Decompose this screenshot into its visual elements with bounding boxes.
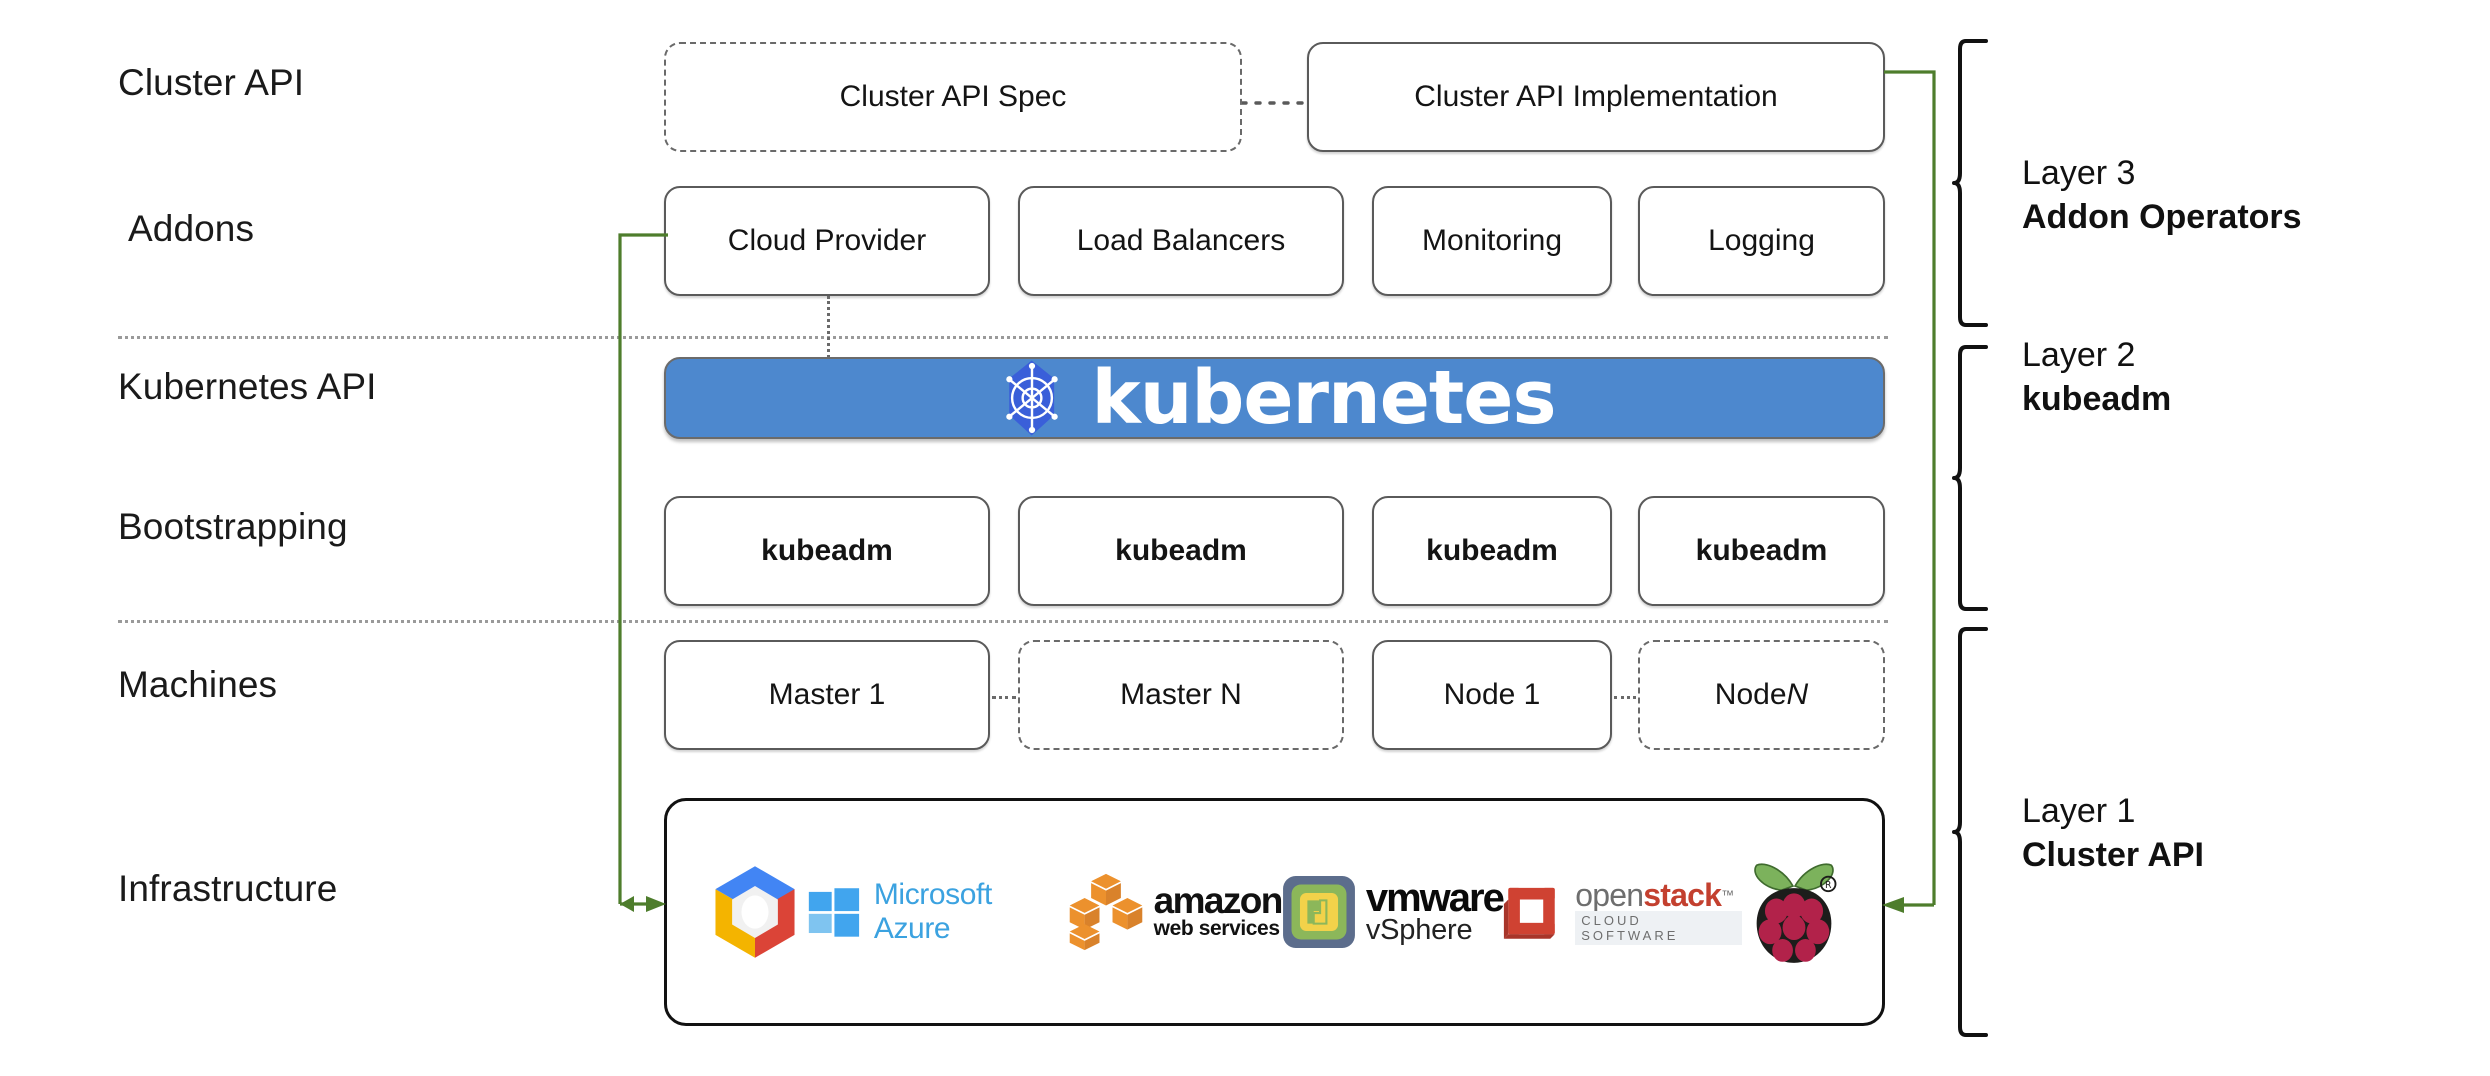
box-label: Load Balancers bbox=[1076, 224, 1286, 257]
box-label: kubeadm bbox=[1115, 534, 1247, 567]
layer-caption-line1: Layer 1 bbox=[2022, 792, 2136, 830]
box-label: Cluster API Spec bbox=[839, 80, 1067, 113]
openstack-subwordmark: CLOUD SOFTWARE bbox=[1575, 911, 1742, 945]
section-divider-lower bbox=[118, 620, 1888, 623]
box-kubeadm-1[interactable]: kubeadm bbox=[664, 496, 990, 606]
box-label: kubeadm bbox=[1695, 534, 1828, 567]
connector-node1-to-nodeN bbox=[1614, 696, 1636, 699]
box-label-italic-suffix: N bbox=[1786, 678, 1809, 711]
openstack-logo: openstack™ CLOUD SOFTWARE bbox=[1503, 879, 1742, 945]
row-label-cluster-api: Cluster API bbox=[118, 62, 305, 103]
box-monitoring[interactable]: Monitoring bbox=[1372, 186, 1612, 296]
box-cluster-api-implementation[interactable]: Cluster API Implementation bbox=[1307, 42, 1885, 152]
aws-subwordmark: web services bbox=[1153, 916, 1280, 940]
kubernetes-wheel-icon bbox=[1006, 360, 1059, 436]
brace-layer-2 bbox=[1952, 345, 1988, 611]
box-kubeadm-4[interactable]: kubeadm bbox=[1638, 496, 1885, 606]
svg-text:R: R bbox=[1825, 880, 1832, 891]
amazon-web-services-logo: amazon web services bbox=[1064, 872, 1284, 952]
layer-caption-3: Layer 3 Addon Operators bbox=[2022, 152, 2302, 239]
box-load-balancers[interactable]: Load Balancers bbox=[1018, 186, 1344, 296]
layer-caption-2: Layer 2 kubeadm bbox=[2022, 334, 2171, 421]
connector-cloud-provider-to-infrastructure bbox=[618, 233, 668, 912]
box-label: Master N bbox=[1120, 678, 1242, 711]
kubernetes-bar: kubernetes bbox=[664, 357, 1885, 439]
row-label-addons: Addons bbox=[128, 208, 255, 249]
vmware-wordmark: vmware bbox=[1365, 875, 1505, 920]
connector-cloud-provider-to-kubernetes bbox=[827, 296, 830, 358]
box-label: Cloud Provider bbox=[727, 224, 927, 257]
row-label-infrastructure: Infrastructure bbox=[118, 868, 338, 909]
box-label: kubeadm bbox=[761, 534, 893, 567]
box-cloud-provider[interactable]: Cloud Provider bbox=[664, 186, 990, 296]
connector-cluster-api-impl-to-infrastructure bbox=[1882, 70, 1936, 913]
openstack-wordmark-open: open bbox=[1575, 877, 1644, 913]
google-cloud-platform-logo bbox=[703, 860, 807, 964]
box-master-1[interactable]: Master 1 bbox=[664, 640, 990, 750]
box-label: Logging bbox=[1708, 224, 1815, 257]
brace-layer-1 bbox=[1952, 627, 1988, 1037]
box-label: Node bbox=[1714, 678, 1787, 711]
row-label-kubernetes-api: Kubernetes API bbox=[118, 366, 377, 407]
box-node-n[interactable]: Node N bbox=[1638, 640, 1885, 750]
raspberry-pi-logo: R bbox=[1742, 857, 1846, 967]
box-logging[interactable]: Logging bbox=[1638, 186, 1885, 296]
box-node-1[interactable]: Node 1 bbox=[1372, 640, 1612, 750]
box-label: Cluster API Implementation bbox=[1414, 80, 1778, 113]
vsphere-subwordmark: vSphere bbox=[1365, 913, 1473, 946]
box-label: Master 1 bbox=[768, 678, 886, 711]
box-label: Monitoring bbox=[1421, 224, 1563, 257]
box-kubeadm-2[interactable]: kubeadm bbox=[1018, 496, 1344, 606]
layer-caption-line2: kubeadm bbox=[2022, 379, 2172, 418]
microsoft-azure-logo: Microsoft Azure bbox=[807, 878, 1064, 946]
row-label-bootstrapping: Bootstrapping bbox=[118, 506, 348, 547]
layer-caption-line2: Addon Operators bbox=[2022, 197, 2302, 236]
layer-caption-1: Layer 1 Cluster API bbox=[2022, 790, 2204, 877]
azure-label: Microsoft Azure bbox=[873, 878, 992, 945]
openstack-wordmark-stack: stack bbox=[1643, 877, 1722, 913]
connector-master1-to-masterN bbox=[992, 696, 1016, 699]
layer-caption-line1: Layer 2 bbox=[2022, 336, 2136, 374]
trademark-mark: ™ bbox=[1721, 887, 1735, 903]
layer-caption-line1: Layer 3 bbox=[2022, 154, 2136, 192]
aws-wordmark: amazon bbox=[1153, 880, 1284, 922]
section-divider-upper bbox=[118, 336, 1888, 339]
box-label: Node 1 bbox=[1443, 678, 1541, 711]
kubernetes-wordmark: kubernetes bbox=[1091, 355, 1556, 441]
box-label: kubeadm bbox=[1426, 534, 1558, 567]
infrastructure-container: Microsoft Azure amazon web services bbox=[664, 798, 1885, 1026]
box-cluster-api-spec[interactable]: Cluster API Spec bbox=[664, 42, 1242, 152]
vmware-vsphere-logo: vmware vSphere bbox=[1282, 875, 1505, 949]
layer-caption-line2: Cluster API bbox=[2022, 835, 2205, 874]
box-master-n[interactable]: Master N bbox=[1018, 640, 1344, 750]
brace-layer-3 bbox=[1952, 39, 1988, 327]
box-kubeadm-3[interactable]: kubeadm bbox=[1372, 496, 1612, 606]
row-label-machines: Machines bbox=[118, 664, 278, 705]
